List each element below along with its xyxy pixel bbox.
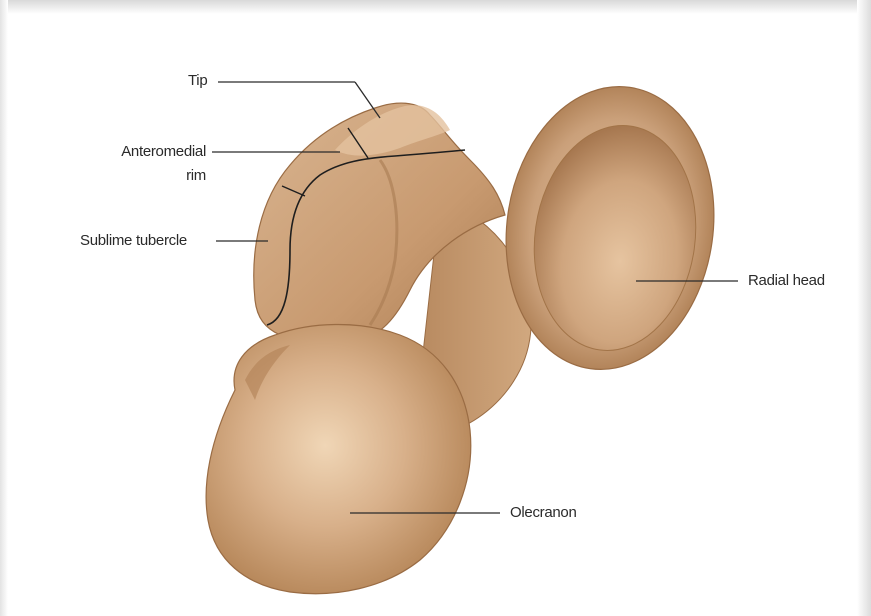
label-olecranon: Olecranon: [510, 503, 577, 523]
label-anteromedial-rim-line1: Anteromedial: [90, 142, 206, 162]
label-sublime-tubercle: Sublime tubercle: [80, 231, 187, 251]
olecranon-shape: [206, 324, 471, 593]
label-radial-head: Radial head: [748, 271, 825, 291]
label-tip: Tip: [188, 71, 207, 91]
label-anteromedial-rim-line2: rim: [90, 166, 206, 186]
